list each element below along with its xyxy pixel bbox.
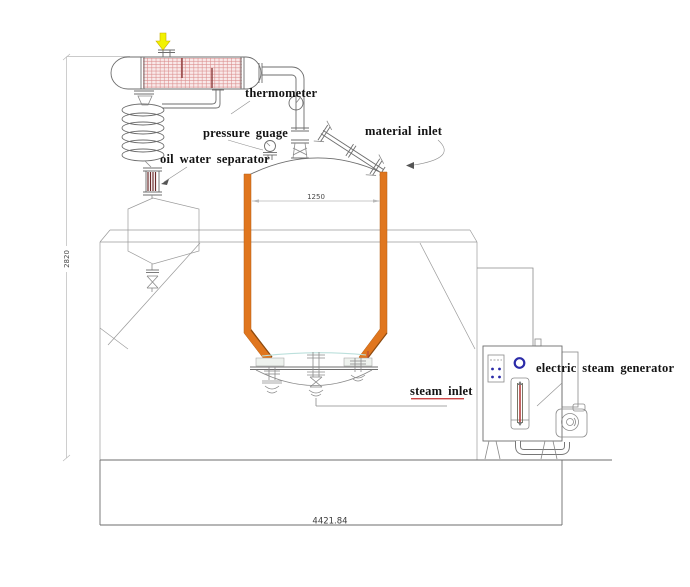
- bottom-nozzle-right: [350, 358, 366, 382]
- receiver-tank: [127, 197, 200, 292]
- labels: thermometer pressure guage oil water sep…: [160, 86, 674, 407]
- label-electric-steam-generator: electric steam generator: [536, 361, 674, 375]
- steam-generator: [477, 267, 588, 460]
- oil-water-separator-vessel: [143, 167, 162, 199]
- pressure-gauge-icon: [263, 140, 277, 160]
- steam-inlet-underline: [411, 398, 464, 400]
- dim-4421: 4421.84: [312, 517, 347, 527]
- control-panel: [487, 354, 505, 383]
- cooling-coil: [121, 89, 224, 168]
- condenser-left-head: [110, 56, 129, 90]
- generator-steam-pipe: [477, 267, 534, 346]
- condenser-right-head: [245, 56, 262, 90]
- generator-legs: [484, 440, 558, 460]
- leader-arrow: [406, 162, 414, 169]
- vessel-dome: [248, 157, 383, 176]
- thermometer-dial-icon: [288, 95, 304, 111]
- support-platform: [99, 229, 478, 460]
- feed-pump: [555, 403, 588, 438]
- dim-1250: 1250: [307, 193, 325, 201]
- drain-valve: [146, 275, 159, 292]
- sight-glass: [510, 377, 530, 430]
- foundation: 4421.84: [99, 459, 612, 527]
- coil-loops: [121, 103, 165, 162]
- bottom-nozzle-left: [262, 367, 282, 394]
- leader-arrow: [161, 179, 169, 185]
- height-dimension: 2820: [62, 53, 130, 462]
- vent-arrow-icon: [155, 32, 171, 51]
- label-pressure-gauge: pressure guage: [203, 126, 288, 140]
- bottom-nozzle-center: [307, 352, 325, 397]
- wall-edge-left: [250, 329, 273, 358]
- generator-body: [482, 345, 563, 442]
- liquid-level-line: [261, 352, 367, 357]
- separator-hatch: [147, 172, 157, 191]
- material-inlet-pipe: [313, 120, 386, 176]
- condenser-tube-bundle: [143, 58, 242, 88]
- width-dimension: 1250: [252, 193, 380, 203]
- condenser: [110, 32, 262, 90]
- label-thermometer: thermometer: [245, 86, 318, 100]
- indicator-ring-icon: [513, 357, 526, 369]
- extraction-vessel: 1250: [243, 120, 447, 407]
- label-oil-water-separator: oil water separator: [160, 152, 270, 166]
- label-steam-inlet: steam inlet: [410, 384, 473, 398]
- label-material-inlet: material inlet: [365, 124, 443, 138]
- dim-2820: 2820: [63, 250, 71, 268]
- vapour-pipe: [258, 63, 309, 159]
